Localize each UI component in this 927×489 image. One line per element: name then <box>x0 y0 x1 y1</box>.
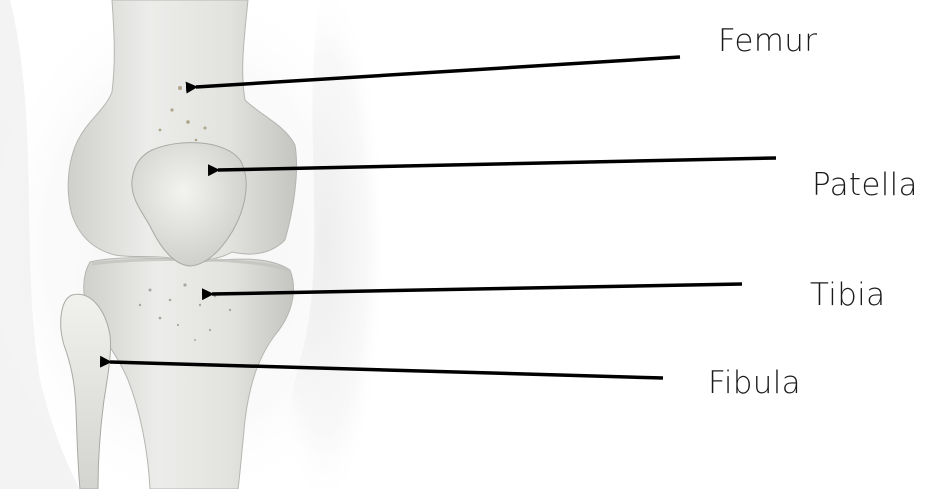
label-tibia: Tibia <box>810 280 885 311</box>
label-femur: Femur <box>718 26 817 57</box>
label-fibula: Fibula <box>708 368 801 399</box>
label-patella: Patella <box>812 170 918 201</box>
